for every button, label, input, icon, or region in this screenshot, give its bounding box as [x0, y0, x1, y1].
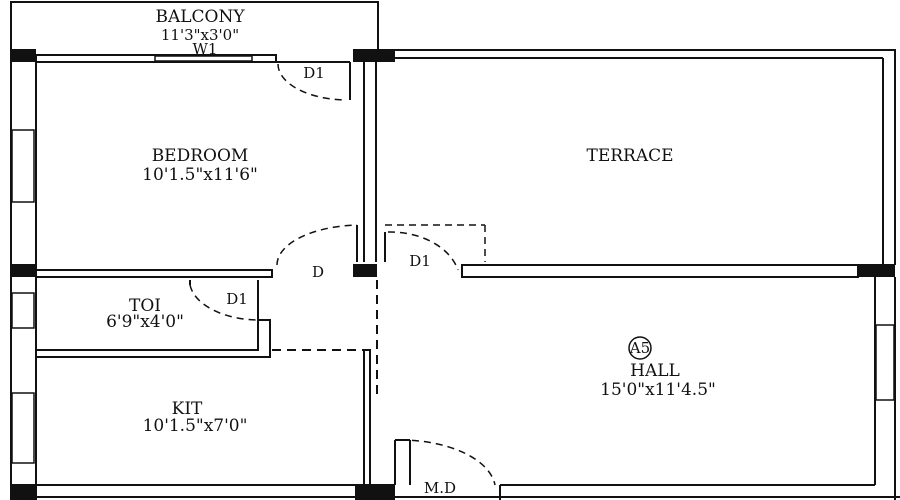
hall-window	[875, 324, 895, 401]
columns	[11, 49, 895, 500]
window-w1-label: W1	[192, 40, 218, 58]
balcony-label: BALCONY	[155, 7, 245, 27]
hall-size: 15'0"x11'4.5"	[600, 380, 716, 400]
main-door-swing	[399, 439, 496, 486]
bedroom-window	[11, 129, 35, 203]
terrace-bottom-wall	[461, 264, 859, 278]
window-w1	[154, 55, 253, 62]
kitchen-size: 10'1.5"x7'0"	[142, 416, 248, 436]
toilet-walls	[36, 319, 271, 358]
bedroom-size: 10'1.5"x11'6"	[142, 165, 258, 185]
door-d1-terrace-label: D1	[409, 252, 431, 270]
unit-tag-circle	[628, 336, 652, 360]
door-d-swing	[276, 224, 358, 266]
terrace-outline	[395, 49, 896, 265]
terrace-label: TERRACE	[586, 146, 674, 166]
hall-label: HALL	[630, 361, 680, 381]
bedroom-toilet-wall	[35, 269, 273, 278]
door-d1-bedroom-label: D1	[303, 64, 325, 82]
door-d1-toilet-label: D1	[226, 290, 248, 308]
unit-tag: A5	[629, 339, 651, 357]
balcony-outline	[10, 1, 379, 50]
door-d1-terrace-swing	[387, 231, 459, 271]
kitchen-label: KIT	[171, 399, 203, 419]
kitchen-window	[11, 392, 35, 464]
main-door-label: M.D	[423, 479, 457, 497]
toilet-label: TOI	[129, 296, 161, 316]
balcony-size: 11'3"x3'0"	[160, 26, 240, 44]
door-d-label: D	[311, 263, 325, 281]
bedroom-label: BEDROOM	[151, 146, 249, 166]
toilet-window	[11, 292, 35, 329]
door-d1-toilet-swing	[189, 284, 259, 321]
toilet-size: 6'9"x4'0"	[106, 312, 184, 332]
